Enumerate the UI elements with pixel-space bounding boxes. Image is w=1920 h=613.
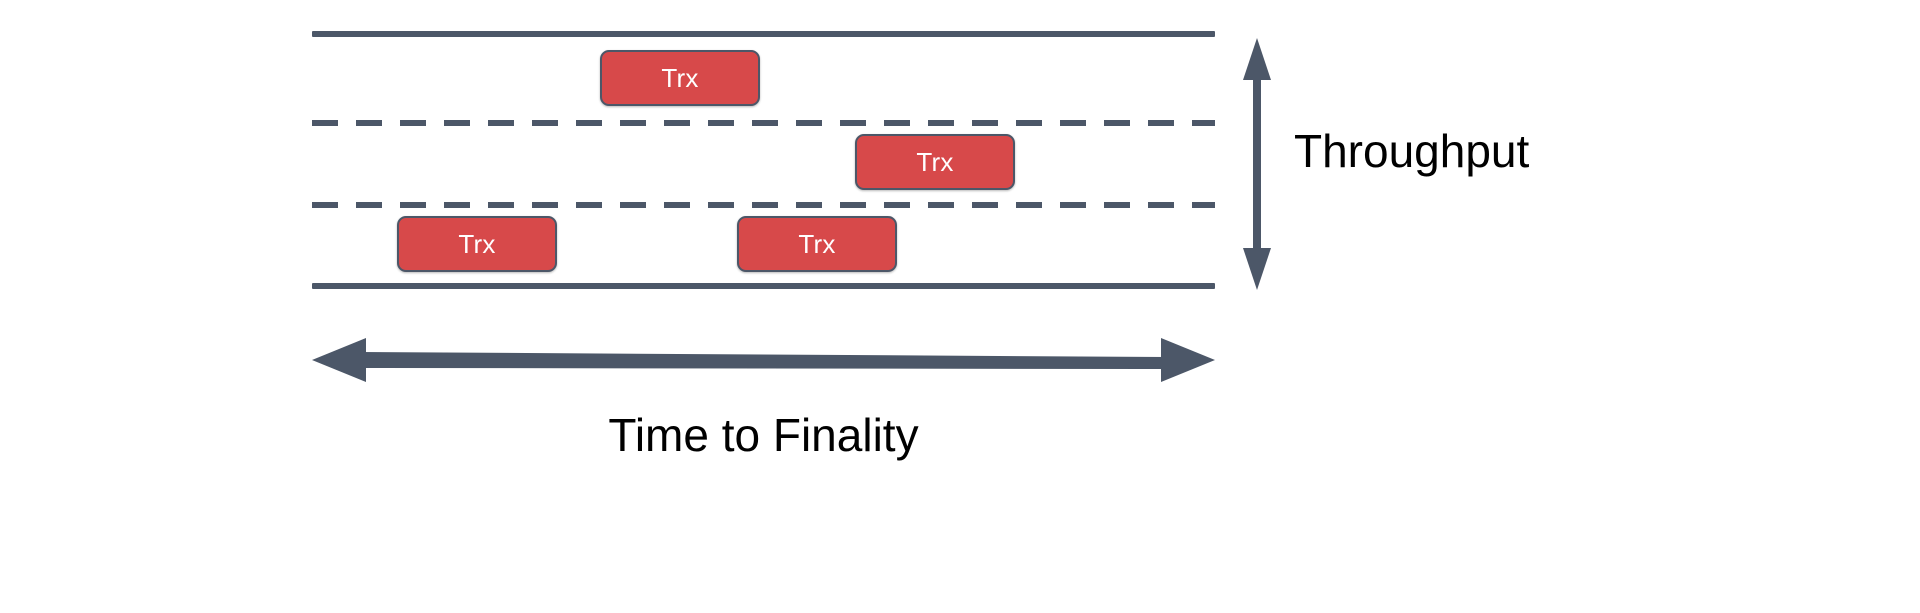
transaction-box-label: Trx	[916, 147, 954, 177]
transaction-box[interactable]: Trx	[397, 216, 557, 272]
transaction-box-label: Trx	[661, 63, 699, 93]
transaction-box[interactable]: Trx	[600, 50, 760, 106]
lane-divider-upper-dashed	[312, 120, 1215, 126]
lane-rail-top-solid	[312, 31, 1215, 37]
transaction-box[interactable]: Trx	[855, 134, 1015, 190]
lane-divider-lower-dashed	[312, 202, 1215, 208]
transaction-box-label: Trx	[458, 229, 496, 259]
transaction-box-label: Trx	[798, 229, 836, 259]
throughput-axis-label: Throughput	[1294, 125, 1530, 177]
double-headed-horizontal-arrow-icon	[312, 336, 1215, 384]
transaction-box[interactable]: Trx	[737, 216, 897, 272]
lane-rail-bottom-solid	[312, 283, 1215, 289]
double-headed-vertical-arrow-icon	[1240, 38, 1274, 290]
time-to-finality-axis-label: Time to Finality	[608, 409, 919, 461]
